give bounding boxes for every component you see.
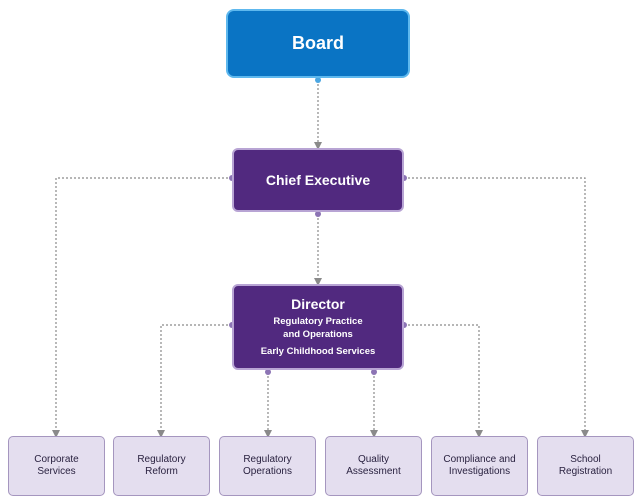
department-label: Compliance and: [443, 454, 516, 465]
department-label: Corporate: [34, 454, 79, 465]
department-regulatory-operations: Regulatory Operations: [219, 436, 316, 496]
connector-ceo-corporate-services: [52, 177, 232, 438]
department-label: Services: [37, 466, 76, 477]
director-line: Early Childhood Services: [260, 346, 376, 357]
director-title: Director: [291, 296, 345, 312]
ceo-bottom-dot: [315, 211, 321, 217]
department-label: Operations: [243, 466, 292, 477]
department-label: Investigations: [448, 466, 511, 477]
department-label: Reform: [145, 466, 178, 477]
connector-director-compliance: [404, 324, 483, 438]
board-node: Board: [226, 9, 410, 78]
department-quality-assessment: Quality Assessment: [325, 436, 422, 496]
chief-executive-label: Chief Executive: [265, 172, 371, 188]
department-regulatory-reform: Regulatory Reform: [113, 436, 210, 496]
department-label: Quality: [357, 454, 390, 465]
department-corporate-services: Corporate Services: [8, 436, 105, 496]
director-node: Director Regulatory Practice and Operati…: [232, 284, 404, 370]
board-label: Board: [291, 33, 344, 53]
department-label: Regulatory: [243, 454, 292, 465]
connector-director-regulatory-reform: [157, 324, 232, 438]
connector-ceo-school-registration: [404, 177, 589, 438]
department-label: Registration: [558, 466, 613, 477]
chief-executive-node: Chief Executive: [232, 148, 404, 212]
director-line: Regulatory Practice: [273, 316, 363, 327]
department-compliance-investigations: Compliance and Investigations: [431, 436, 528, 496]
department-school-registration: School Registration: [537, 436, 634, 496]
department-label: Assessment: [346, 466, 401, 477]
director-line: and Operations: [283, 329, 353, 340]
director-bottom-left-dot: [265, 369, 271, 375]
director-bottom-right-dot: [371, 369, 377, 375]
board-connector-dot: [315, 77, 321, 83]
department-label: Regulatory: [137, 454, 186, 465]
department-label: School: [570, 454, 601, 465]
